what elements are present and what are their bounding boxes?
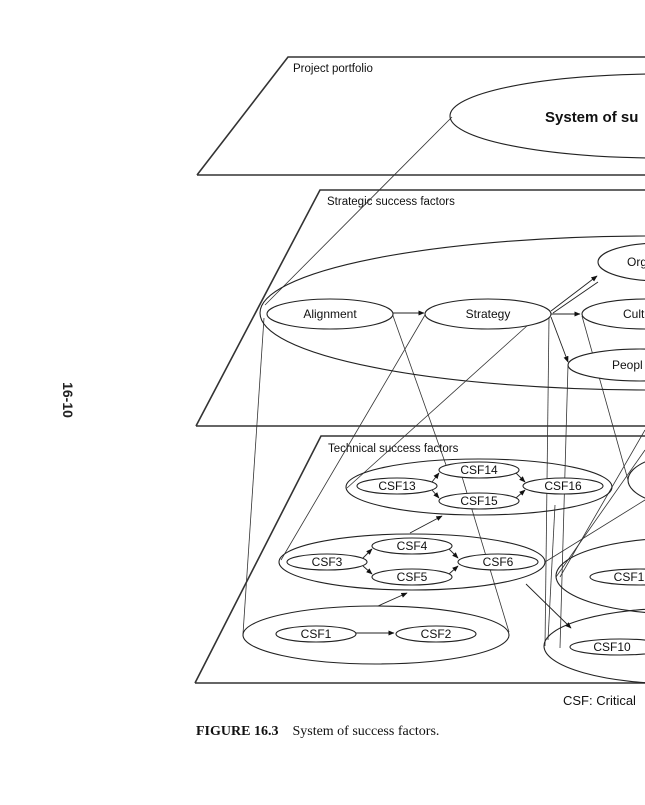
node-org <box>597 243 645 281</box>
node-people-label: Peopl <box>612 358 643 372</box>
group-csf1-2 <box>242 605 510 665</box>
node-csf14-label: CSF14 <box>460 463 498 477</box>
node-csf16-label: CSF16 <box>544 479 582 493</box>
node-csf15 <box>438 492 520 510</box>
page-number: 16-10 <box>60 382 76 418</box>
node-csf11-label: CSF1 <box>614 570 645 584</box>
node-alignment <box>266 298 394 330</box>
portfolio-plane <box>196 56 645 176</box>
node-csf13 <box>356 477 438 495</box>
group-csf3-6 <box>278 533 546 591</box>
group-csf10 <box>543 608 645 684</box>
legend-text: CSF: Critical <box>563 693 636 708</box>
node-csf15-label: CSF15 <box>460 494 498 508</box>
node-cult-label: Cult <box>623 307 645 321</box>
system-ellipse <box>449 73 645 159</box>
strategic-arrows <box>393 275 599 363</box>
figure-caption-text: System of success factors. <box>292 724 440 739</box>
node-csf4 <box>371 537 453 555</box>
node-org-label: Org <box>627 255 645 269</box>
node-csf6 <box>457 553 539 571</box>
node-csf1-label: CSF1 <box>301 627 332 641</box>
group-right-top <box>627 461 645 499</box>
layer-label-technical: Technical success factors <box>328 443 459 455</box>
node-csf14 <box>438 461 520 479</box>
node-csf2-label: CSF2 <box>421 627 452 641</box>
node-people <box>567 348 645 382</box>
node-strategy-label: Strategy <box>466 307 511 321</box>
node-csf6-label: CSF6 <box>483 555 514 569</box>
node-cult <box>581 298 645 330</box>
node-alignment-label: Alignment <box>303 307 357 321</box>
node-csf10 <box>569 638 645 656</box>
node-csf13-label: CSF13 <box>378 479 416 493</box>
node-csf4-label: CSF4 <box>397 539 428 553</box>
group-csf11 <box>555 539 645 613</box>
figure-caption: FIGURE 16.3 System of success factors. <box>196 724 439 740</box>
group-csf13-16 <box>345 458 613 516</box>
technical-arrows <box>356 472 572 636</box>
layer-label-strategic: Strategic success factors <box>327 196 455 208</box>
node-csf5-label: CSF5 <box>397 570 428 584</box>
strategic-group-ellipse <box>259 235 645 391</box>
technical-plane <box>194 435 645 684</box>
figure-number: FIGURE 16.3 <box>196 724 279 739</box>
node-csf5 <box>371 568 453 586</box>
node-csf1 <box>275 625 357 643</box>
node-csf3 <box>286 553 368 571</box>
system-label: System of su <box>545 109 638 126</box>
node-csf10-label: CSF10 <box>593 640 631 654</box>
layer-label-portfolio: Project portfolio <box>293 63 373 75</box>
node-csf11 <box>589 568 645 586</box>
node-csf2 <box>395 625 477 643</box>
node-csf3-label: CSF3 <box>312 555 343 569</box>
strategic-plane <box>195 189 645 427</box>
node-csf16 <box>522 477 604 495</box>
